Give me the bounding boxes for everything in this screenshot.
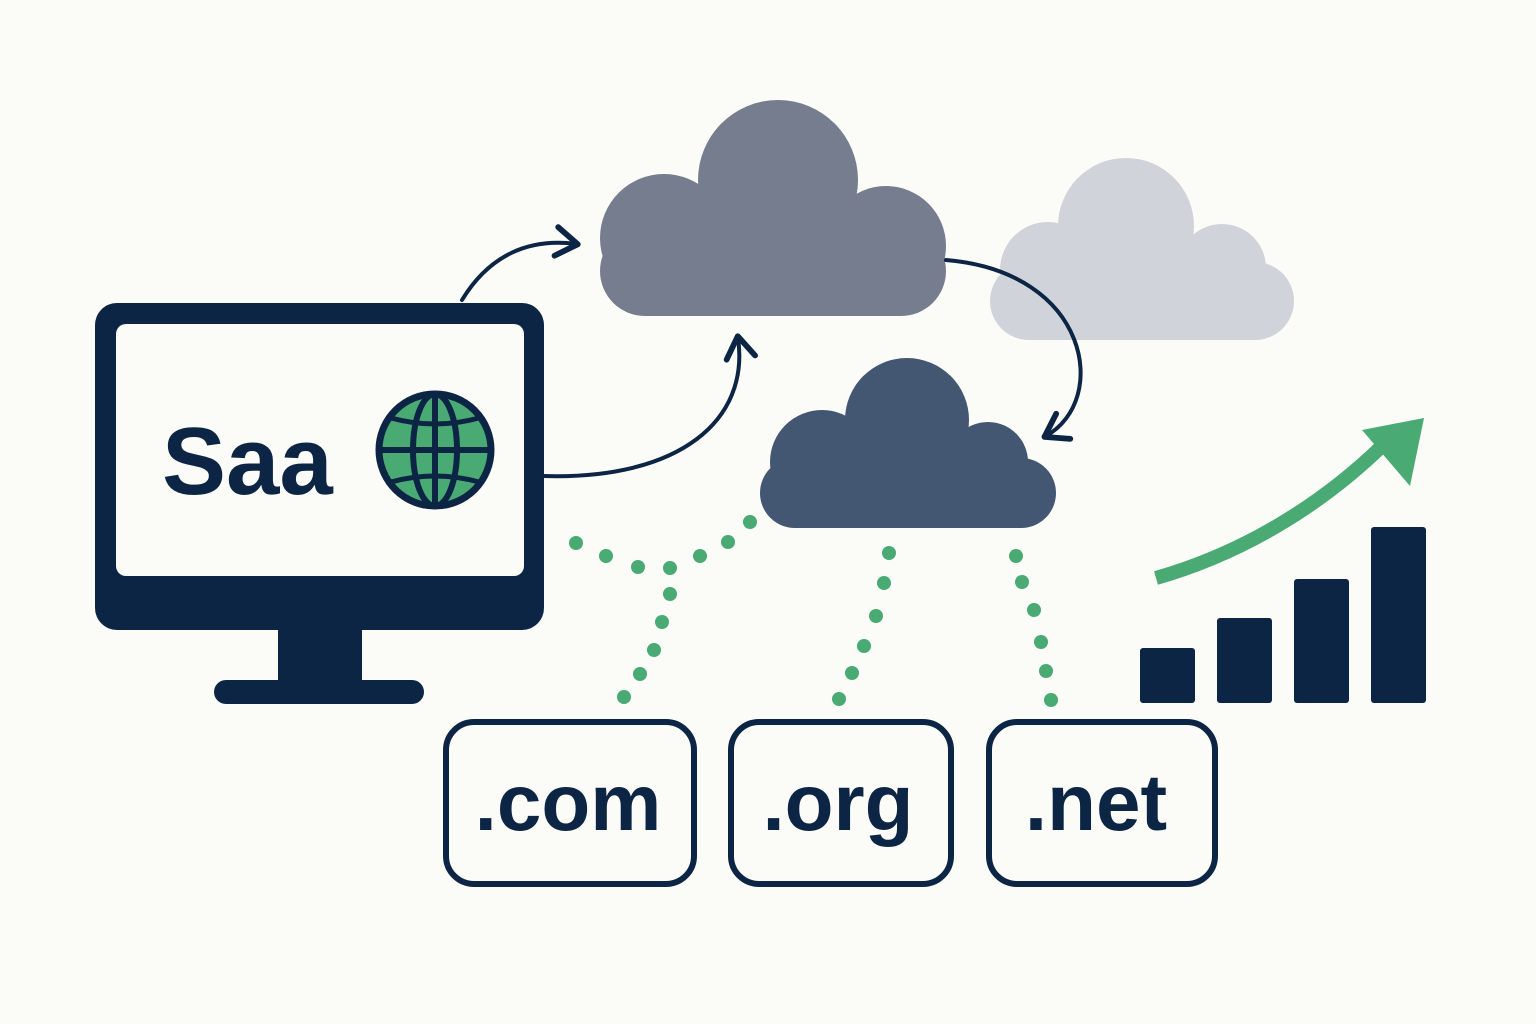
globe-icon [375,390,495,510]
connector-dot [877,576,891,590]
connector-dot [743,515,757,529]
connector-dot [1039,664,1053,678]
cloud-light-icon [990,158,1294,340]
dotted-line-net [1009,549,1058,707]
monitor-screen [116,324,524,576]
arrow-screen-to-cloud [542,333,758,479]
domain-box-net: .net [986,719,1218,887]
connector-dot [845,666,859,680]
monitor-stand-neck [278,630,362,682]
connector-dot [721,535,735,549]
connector-dot [1027,603,1041,617]
connector-dot [857,639,871,653]
dotted-line-org [832,546,896,706]
dotted-line-com [569,515,757,704]
connector-dot [631,560,645,574]
connector-dot [617,690,631,704]
cloud-blue-icon [760,358,1056,528]
domain-box-com: .com [443,719,697,887]
connector-dot [633,667,647,681]
monitor-screen-text: Saa [162,408,333,515]
growth-bar [1217,618,1272,703]
connector-dot [569,536,583,550]
connector-dot [693,549,707,563]
domain-box-org: .org [728,719,954,887]
domain-label-org: .org [762,758,913,847]
connector-dot [663,587,677,601]
growth-bar [1371,527,1426,703]
domain-label-net: .net [1025,758,1167,847]
domain-label-com: .com [475,758,662,847]
connector-dot [599,549,613,563]
connector-dot [1009,549,1023,563]
connector-dot [647,643,661,657]
dotted-connectors [569,515,1058,707]
connector-dot [663,561,677,575]
growth-bar-chart [1140,527,1426,703]
monitor-icon: Saa [95,303,544,704]
monitor-stand-base [214,680,424,704]
connector-dot [832,692,846,706]
cloud-gray-icon [600,100,946,316]
connector-dot [655,615,669,629]
growth-bar [1294,579,1349,703]
connector-dot [882,546,896,560]
connector-dot [1034,635,1048,649]
growth-bar [1140,648,1195,703]
trend-up-arrow-icon [1154,418,1424,585]
arrow-monitor-to-cloud [460,224,581,302]
connector-dot [1015,575,1029,589]
connector-dot [1044,693,1058,707]
connector-dot [869,609,883,623]
arrow-cloud-to-cloud [944,258,1083,442]
